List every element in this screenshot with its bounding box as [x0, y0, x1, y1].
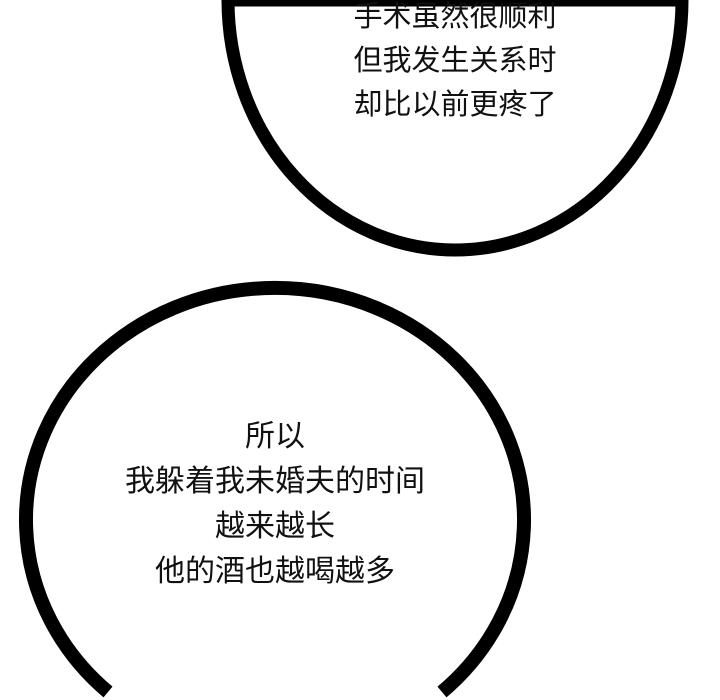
speech-line: 所以: [245, 419, 305, 454]
speech-line: 手术虽然很顺利: [353, 0, 557, 33]
speech-line: 却比以前更疼了: [353, 87, 557, 121]
speech-line: 我躲着我未婚夫的时间: [125, 464, 425, 499]
speech-text-top: 手术虽然很顺利 但我发生关系时 却比以前更疼了: [255, 0, 655, 126]
speech-bubble-top: [221, 0, 689, 257]
speech-line: 越来越长: [215, 509, 335, 544]
speech-text-bottom: 所以 我躲着我未婚夫的时间 越来越长 他的酒也越喝越多: [20, 414, 530, 594]
speech-line: 但我发生关系时: [353, 43, 557, 77]
speech-line: 他的酒也越喝越多: [155, 554, 395, 589]
speech-bubble-bottom: [19, 280, 531, 698]
